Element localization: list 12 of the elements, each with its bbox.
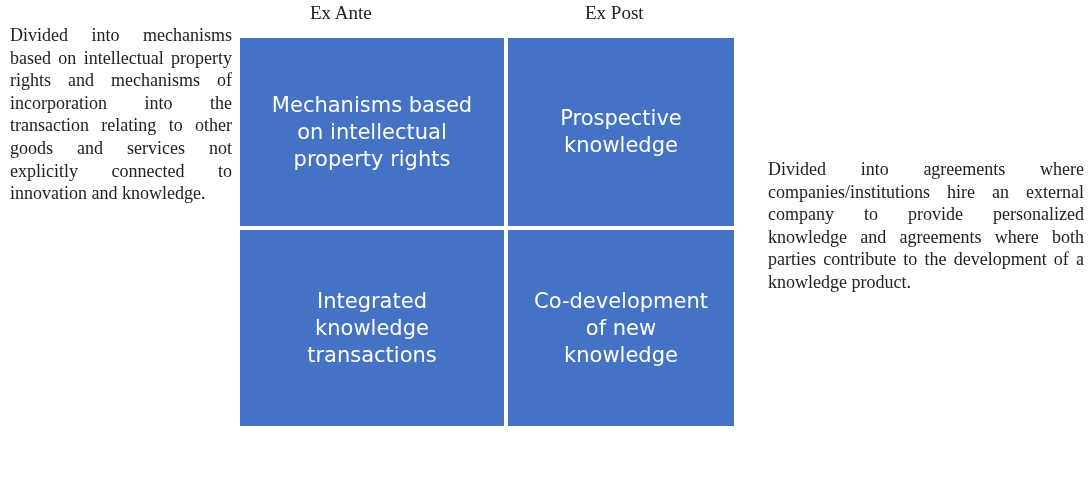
column-heading: Ex Post (585, 2, 645, 24)
matrix-cell (508, 38, 734, 226)
cell-text: Integrated knowledge transactions (306, 287, 438, 369)
cell-text: Mechanisms based on intellectual property rights (270, 91, 474, 173)
column-heading: Ex Ante (310, 2, 373, 24)
matrix-cell (508, 230, 734, 426)
cell-text: Co-development of new knowledge (533, 287, 709, 369)
matrix-cell (240, 230, 504, 426)
description-text: Divided into mechanisms based on intellectual property rights and mechanisms of incorporation into the transaction relating to other goods and services not explicitly connected to innovation and knowledge. (10, 24, 232, 205)
cell-text: Prospective knowledge (559, 105, 683, 159)
matrix-cell (240, 38, 504, 226)
description-text: Divided into agreements where companies/institutions hire an external company to provide personalized knowledge and agreements where both parties contribute to the development of a knowledge product. (768, 158, 1084, 294)
